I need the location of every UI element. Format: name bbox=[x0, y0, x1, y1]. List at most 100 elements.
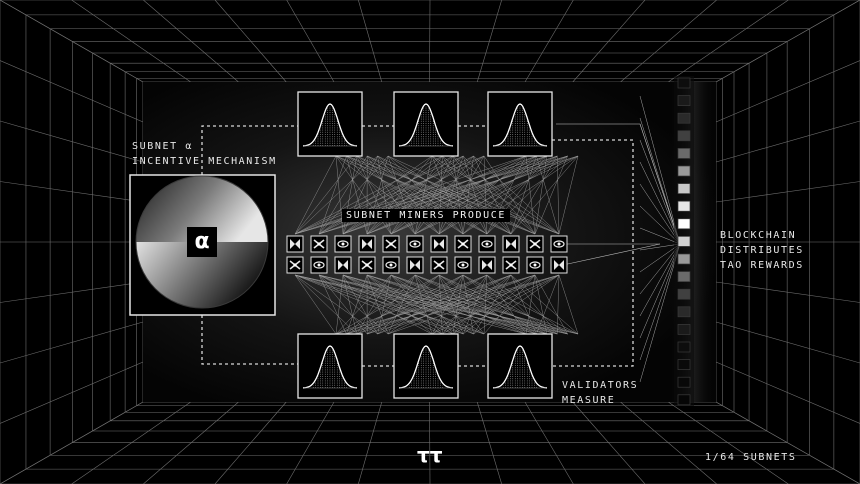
blockchain-text: BLOCKCHAIN bbox=[720, 230, 797, 241]
miner-glyph bbox=[509, 263, 513, 267]
miner-glyph bbox=[554, 260, 564, 270]
mesh-line bbox=[414, 274, 558, 335]
miner-output-grid bbox=[286, 235, 568, 274]
miner-glyph bbox=[553, 240, 565, 248]
grid-line bbox=[429, 0, 431, 83]
bowtie-glyph-icon bbox=[478, 235, 496, 253]
bell-curve-line bbox=[302, 103, 358, 147]
blockchain-block bbox=[677, 112, 691, 124]
mesh-line bbox=[294, 274, 485, 335]
mesh-line bbox=[294, 155, 527, 235]
bittensor-logo: ττ bbox=[417, 443, 443, 467]
mesh-line bbox=[536, 274, 560, 335]
mesh-line bbox=[294, 155, 485, 235]
bell-curve-icon bbox=[297, 91, 363, 157]
mesh-line bbox=[294, 155, 378, 235]
miner-glyph bbox=[437, 263, 441, 267]
miner-glyph bbox=[481, 240, 493, 248]
grid-line bbox=[572, 401, 646, 484]
grid-line bbox=[143, 401, 239, 484]
mesh-line bbox=[377, 274, 440, 335]
blockchain-block bbox=[677, 253, 691, 265]
grid-line bbox=[715, 401, 860, 484]
blockchain-block bbox=[677, 200, 691, 212]
grid-line bbox=[715, 60, 860, 123]
miner-glyph bbox=[362, 239, 372, 249]
mesh-line bbox=[442, 155, 536, 235]
mesh-line bbox=[556, 274, 560, 335]
reward-funnel-lines bbox=[556, 95, 681, 383]
mesh-line bbox=[525, 155, 536, 235]
blockchain-block bbox=[677, 236, 691, 247]
grid-line bbox=[620, 401, 717, 484]
mesh-line bbox=[558, 155, 579, 235]
grid-line bbox=[524, 0, 574, 83]
mesh-line bbox=[318, 274, 474, 335]
funnel-line bbox=[639, 139, 681, 245]
mesh-line bbox=[462, 274, 558, 335]
blockchain-block bbox=[677, 359, 691, 370]
funnel-line bbox=[639, 183, 681, 245]
mesh-line bbox=[473, 274, 512, 335]
bowtie-glyph-icon bbox=[310, 235, 328, 253]
bowtie-glyph-icon bbox=[334, 256, 352, 274]
grid-line bbox=[0, 0, 144, 83]
mesh-line bbox=[367, 155, 560, 235]
funnel-line bbox=[639, 117, 681, 245]
bell-curve-line bbox=[398, 103, 454, 147]
miner-glyph bbox=[461, 263, 465, 267]
mesh-line bbox=[442, 274, 488, 335]
mesh-line bbox=[463, 274, 536, 335]
miner-glyph bbox=[409, 240, 421, 248]
mesh-line bbox=[414, 274, 433, 335]
miner-glyph bbox=[557, 242, 561, 246]
miner-glyph bbox=[337, 240, 349, 248]
dash-right-loop bbox=[552, 139, 634, 367]
grid-line bbox=[0, 60, 144, 123]
miner-glyph bbox=[313, 261, 325, 269]
miner-glyph bbox=[434, 239, 444, 249]
bowtie-glyph-icon bbox=[310, 256, 328, 274]
grid-line bbox=[668, 401, 789, 484]
mesh-line bbox=[318, 155, 389, 235]
mesh-line bbox=[510, 155, 579, 235]
bell-curve-icon bbox=[393, 333, 459, 399]
miner-glyph bbox=[457, 261, 469, 269]
mesh-line bbox=[318, 274, 537, 335]
miner-glyph bbox=[485, 242, 489, 246]
blockchain-block bbox=[677, 306, 691, 318]
mesh-line bbox=[387, 274, 464, 335]
miner-glyph bbox=[341, 242, 345, 246]
bell-curve-icon bbox=[487, 333, 553, 399]
miner-glyph bbox=[365, 263, 369, 267]
mesh-line bbox=[318, 274, 558, 335]
blockchain-block bbox=[677, 77, 691, 89]
funnel-line bbox=[639, 243, 681, 317]
mesh-line bbox=[558, 274, 579, 335]
mesh-line bbox=[442, 274, 536, 335]
miner-glyph bbox=[533, 242, 537, 246]
bowtie-glyph-icon bbox=[526, 235, 544, 253]
bowtie-glyph-icon bbox=[358, 256, 376, 274]
grid-line bbox=[715, 0, 860, 83]
bowtie-glyph-icon bbox=[382, 235, 400, 253]
mesh-line bbox=[462, 274, 537, 335]
mesh-line bbox=[486, 274, 527, 335]
mesh-line bbox=[483, 274, 536, 335]
funnel-line bbox=[639, 205, 681, 245]
dash-left-bottom bbox=[201, 315, 298, 365]
mesh-line bbox=[463, 155, 536, 235]
funnel-line bbox=[639, 161, 681, 245]
dash-left-top bbox=[201, 125, 298, 175]
mesh-line bbox=[534, 155, 568, 235]
alpha-icon: α bbox=[187, 227, 217, 257]
funnel-line bbox=[639, 227, 681, 245]
miner-glyph bbox=[482, 260, 492, 270]
blockchain-block bbox=[677, 183, 691, 194]
miner-glyph bbox=[389, 242, 393, 246]
bowtie-glyph-icon bbox=[454, 235, 472, 253]
blockchain-block bbox=[677, 341, 691, 353]
grid-line bbox=[0, 321, 144, 364]
grid-line bbox=[524, 401, 574, 484]
